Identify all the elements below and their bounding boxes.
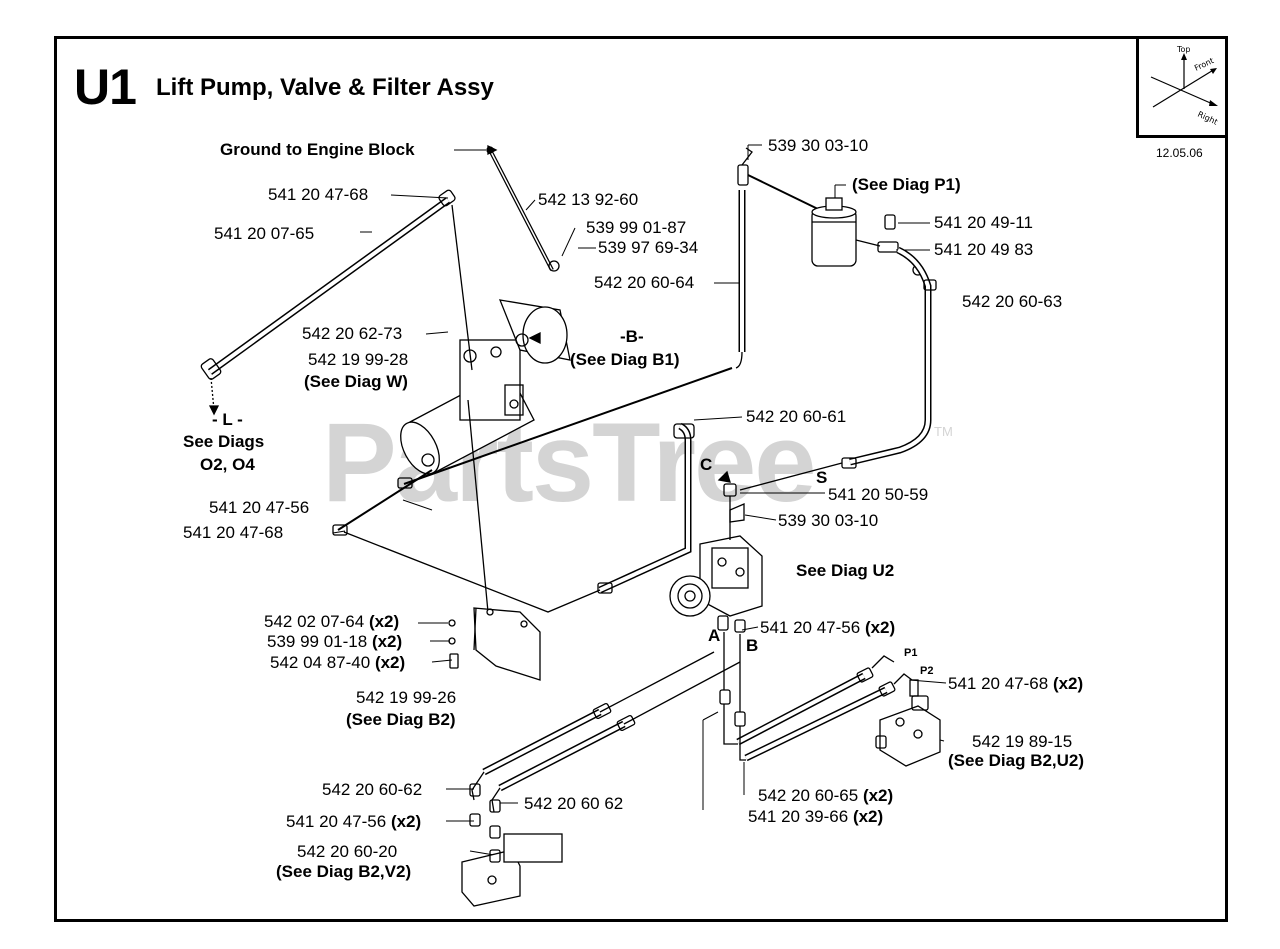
label-see-diags: See Diags (183, 432, 265, 451)
label-542-13-92-60: 542 13 92-60 (538, 190, 639, 209)
label-542-19-99-26: 542 19 99-26 (356, 688, 457, 707)
c-arrow-icon (717, 470, 731, 483)
label-539-99-01-18: 539 99 01-18 (x2) (267, 632, 403, 651)
label-542-19-99-28: 542 19 99-28 (308, 350, 409, 369)
orientation-top-label: Top (1176, 45, 1191, 54)
label-b-port: B (746, 636, 759, 655)
hydraulic-pump (669, 483, 763, 633)
label-541-20-47-56-bottom: 541 20 47-56 (x2) (286, 812, 422, 831)
solenoid-valve (461, 833, 563, 907)
label-541-20-47-68-x2: 541 20 47-68 (x2) (948, 674, 1084, 693)
label-o2-o4: O2, O4 (200, 455, 255, 474)
label-541-20-39-66: 541 20 39-66 (x2) (748, 807, 884, 826)
label-p2-port: P2 (920, 665, 934, 677)
label-542-20-60-63: 542 20 60-63 (962, 292, 1063, 311)
label-541-20-47-56-x2: 541 20 47-56 (x2) (760, 618, 896, 637)
label-541-20-07-65: 541 20 07-65 (214, 224, 315, 243)
label-542-19-89-15: 542 19 89-15 (972, 732, 1073, 751)
label-542-20-60-64: 542 20 60-64 (594, 273, 695, 292)
label-541-20-49-11: 541 20 49-11 (934, 213, 1033, 232)
label-c-marker: C (700, 455, 713, 474)
valve-block-right (875, 679, 941, 767)
label-541-20-47-68-left: 541 20 47-68 (183, 523, 284, 542)
lower-hoses (469, 632, 913, 839)
label-542-20-60-65: 542 20 60-65 (x2) (758, 786, 894, 805)
revision-date: 12.05.06 (1156, 146, 1203, 160)
label-see-diag-b2: (See Diag B2) (346, 710, 456, 729)
hose-s-line (739, 462, 843, 491)
label-see-diag-u2: See Diag U2 (796, 561, 895, 580)
label-p1-port: P1 (904, 647, 918, 659)
tee-fittings-right (855, 214, 924, 276)
pump-motor (400, 299, 571, 475)
label-539-97-69-34: 539 97 69-34 (598, 238, 699, 257)
ground-arrow-icon (487, 144, 498, 156)
orientation-axes-icon: Top Front Right (1150, 45, 1219, 127)
line-pump-return (332, 204, 733, 536)
watermark-trademark: TM (934, 424, 953, 439)
label-see-diag-p1: (See Diag P1) (852, 175, 961, 194)
label-539-30-03-10-top: 539 30 03-10 (768, 136, 869, 155)
label-542-20-60-61: 542 20 60-61 (746, 407, 847, 426)
label-542-20-60-20: 542 20 60-20 (297, 842, 398, 861)
label-see-diag-w: (See Diag W) (304, 372, 408, 391)
label-see-diag-b2-u2: (See Diag B2,U2) (948, 751, 1085, 770)
label-541-20-47-68-top: 541 20 47-68 (268, 185, 369, 204)
diagram-title: Lift Pump, Valve & Filter Assy (156, 74, 494, 101)
label-542-20-60-62-a: 542 20 60-62 (322, 780, 423, 799)
label-541-20-47-56-left: 541 20 47-56 (209, 498, 310, 517)
label-541-20-50-59: 541 20 50-59 (828, 485, 929, 504)
diagram-frame (54, 36, 1228, 922)
label-542-20-60-62-b: 542 20 60 62 (524, 794, 624, 813)
label-ground-to-engine-block: Ground to Engine Block (220, 140, 415, 159)
label-see-diag-b1: (See Diag B1) (570, 350, 680, 369)
b-arrow-icon (528, 331, 541, 345)
diagram-code: U1 (74, 59, 137, 115)
label-542-04-87-40: 542 04 87-40 (x2) (270, 653, 406, 672)
label-s-marker: S (816, 468, 828, 487)
label-542-02-07-64: 542 02 07-64 (x2) (264, 612, 400, 631)
mount-bracket (448, 607, 541, 681)
label-see-diag-b2-v2: (See Diag B2,V2) (276, 862, 412, 881)
watermark: PartsTree (322, 400, 817, 525)
label-b-marker: -B- (620, 327, 644, 346)
label-l-marker: - L - (212, 410, 243, 429)
hose-to-filter (747, 174, 821, 211)
label-539-99-01-87: 539 99 01-87 (586, 218, 687, 237)
label-a-port: A (708, 626, 721, 645)
label-542-20-62-73: 542 20 62-73 (302, 324, 403, 343)
orientation-indicator: Top Front Right (1136, 36, 1228, 138)
hose-542-20-60-63 (841, 246, 937, 469)
label-539-30-03-10-mid: 539 30 03-10 (778, 511, 879, 530)
hose-541-20-07-65 (200, 189, 456, 416)
filter-canister (811, 197, 857, 267)
label-541-20-49-83: 541 20 49 83 (934, 240, 1034, 259)
hose-542-20-60-64 (735, 147, 753, 369)
lower-lines (343, 399, 695, 613)
